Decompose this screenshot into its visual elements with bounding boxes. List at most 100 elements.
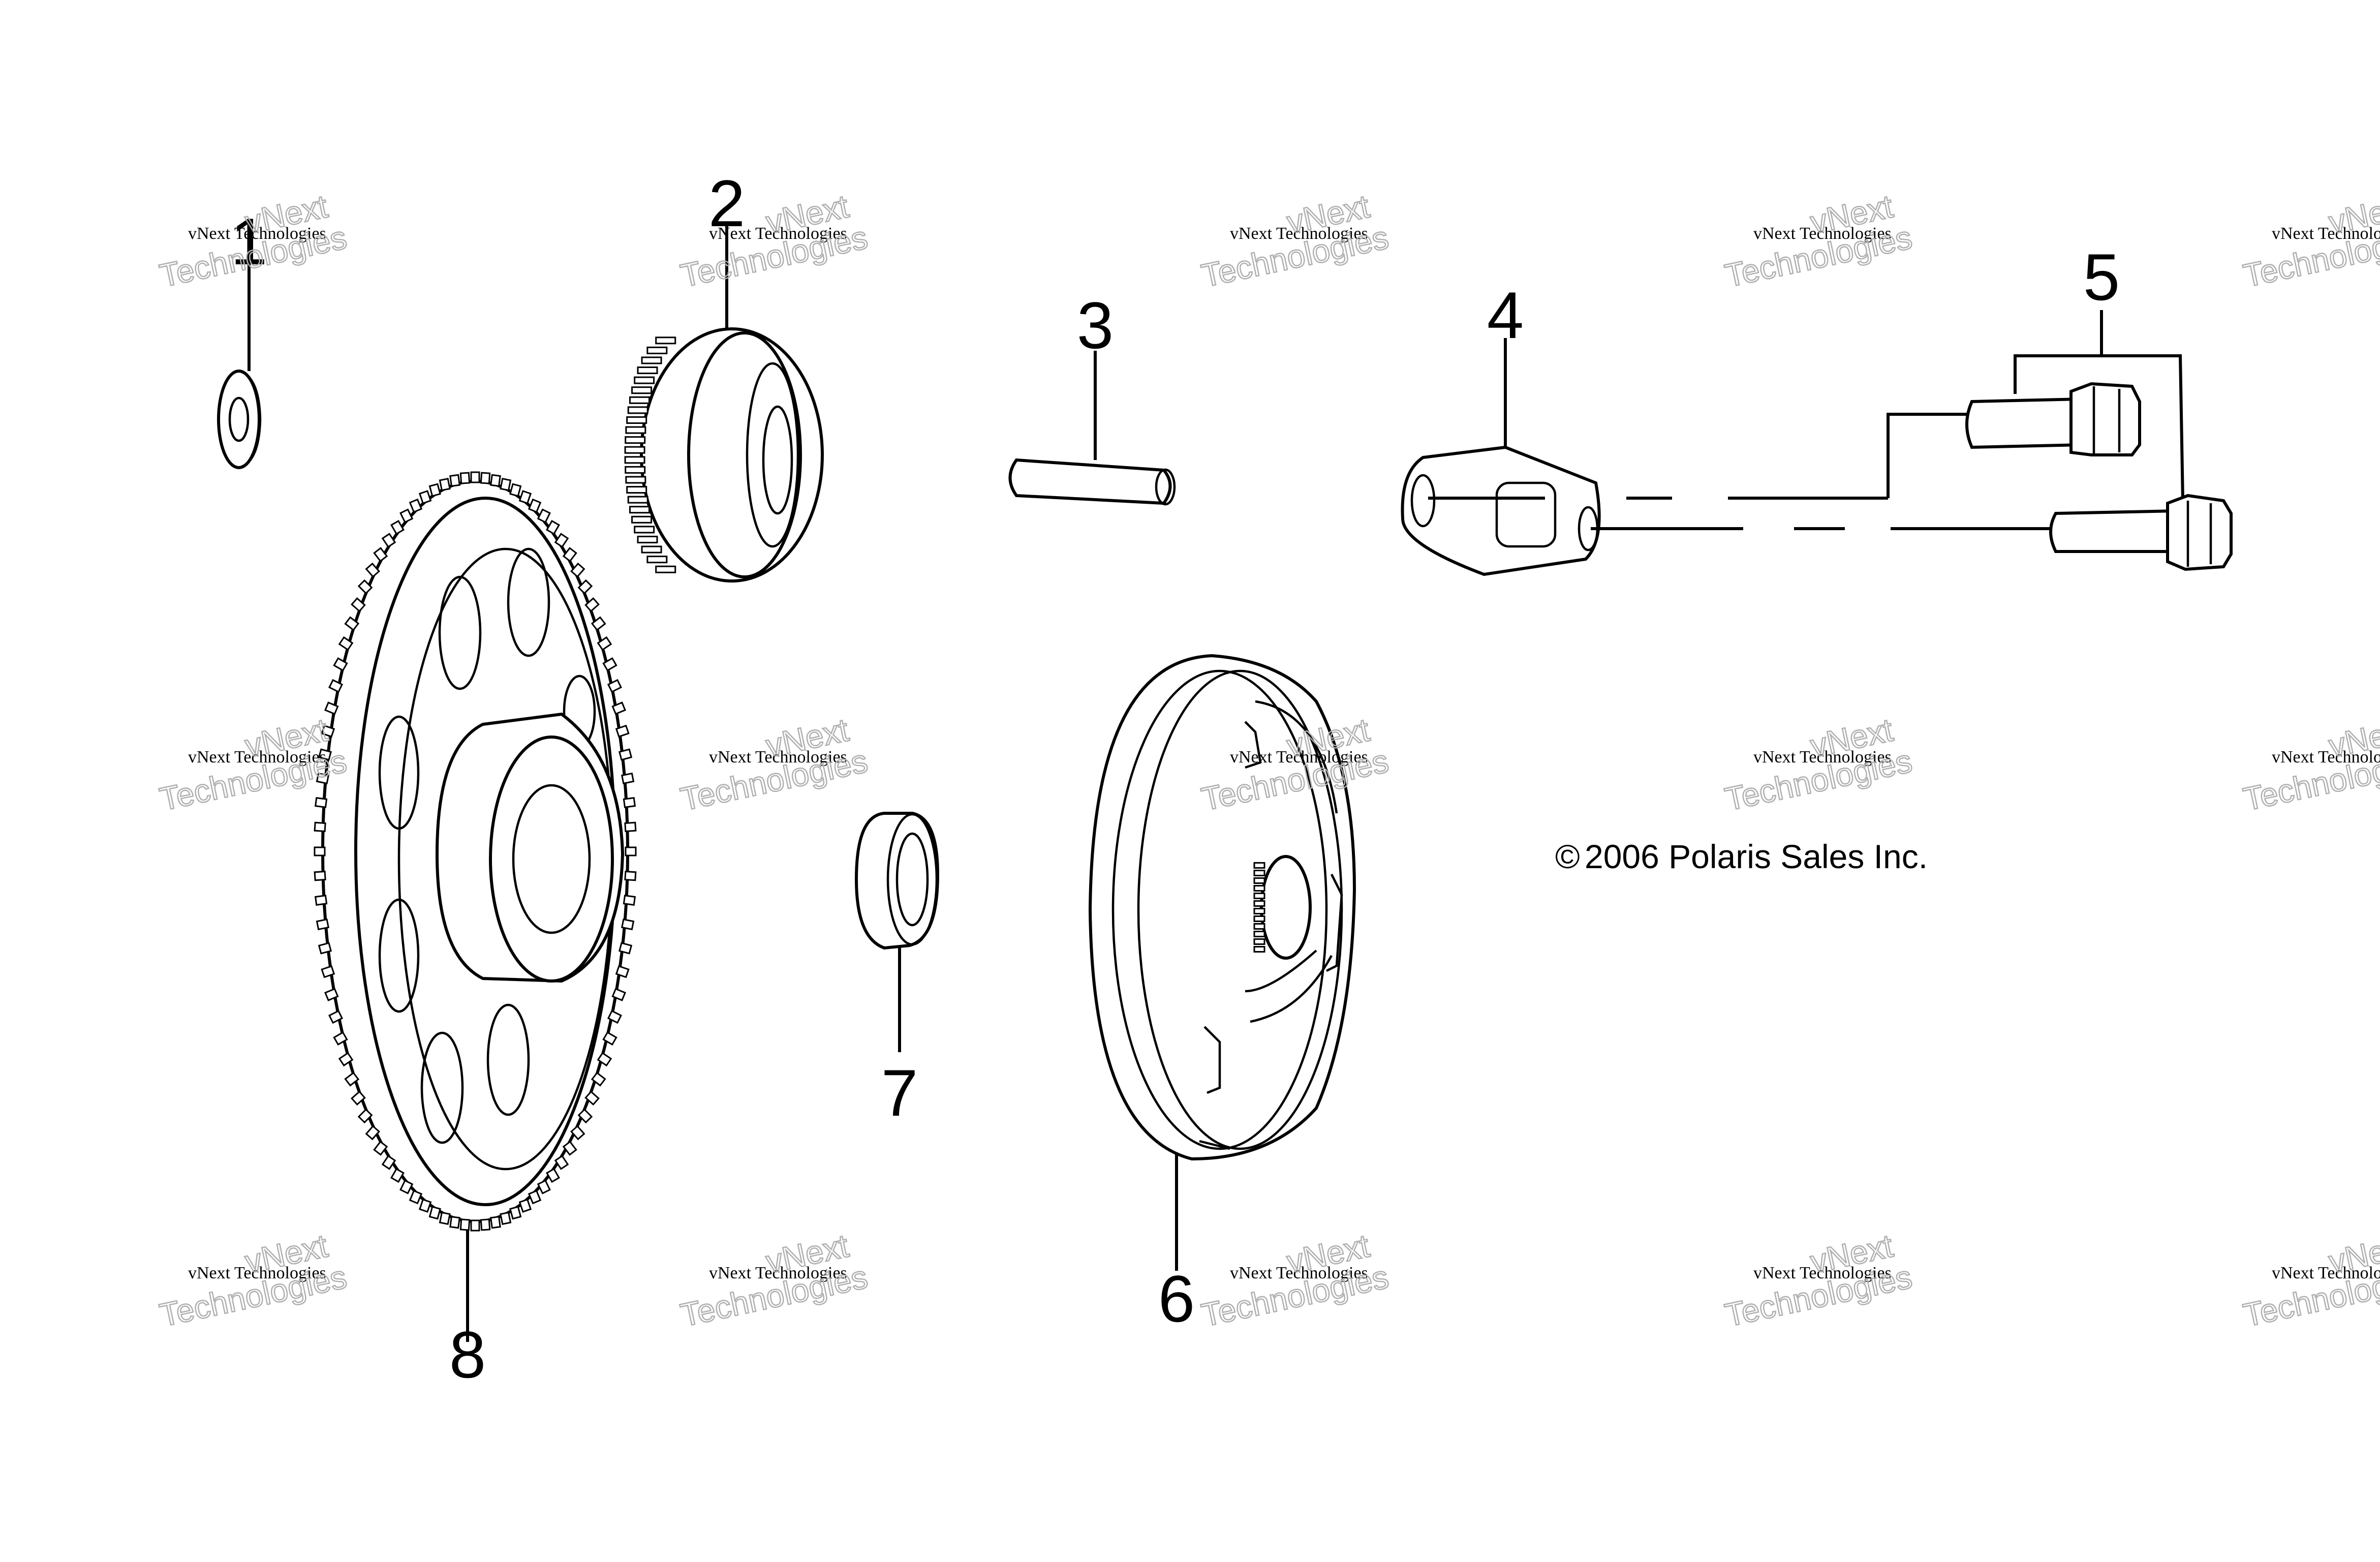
gear-tooth: [399, 1179, 414, 1195]
gear-tooth: [646, 556, 668, 564]
watermark-line-1: vNext Technologies: [709, 1264, 847, 1282]
gear-tooth: [607, 1009, 622, 1024]
gear-tooth: [409, 1189, 423, 1205]
gear-tooth: [321, 724, 335, 738]
callout-3: 3: [1077, 288, 1114, 362]
gear-tooth: [625, 476, 646, 484]
gear-tooth: [509, 483, 522, 497]
gear-tooth: [439, 1211, 451, 1225]
gear-tooth: [333, 1031, 348, 1046]
gear-tooth: [621, 772, 635, 784]
gear-tooth: [641, 545, 662, 554]
watermark-line-1: vNext Technologies: [1753, 224, 1892, 243]
spline-tooth: [1253, 870, 1265, 876]
gear-tooth: [554, 1155, 569, 1170]
watermark-line-1: vNext Technologies: [188, 748, 326, 767]
gear-tooth: [528, 1189, 542, 1205]
gear-tooth: [338, 1052, 354, 1067]
gear-tooth: [584, 1090, 600, 1106]
watermark-line-1: vNext Technologies: [1230, 224, 1368, 243]
gear-tooth: [625, 426, 646, 434]
gear-tooth: [328, 1009, 344, 1024]
spline-tooth: [1253, 915, 1265, 922]
gear-tooth: [314, 870, 326, 881]
gear-tooth: [316, 918, 330, 931]
gear-tooth: [351, 1090, 366, 1106]
gear-tooth: [316, 772, 330, 784]
watermark-line-1: vNext Technologies: [709, 748, 847, 767]
gear-tooth: [365, 562, 380, 578]
gear-tooth: [602, 657, 617, 671]
gear-tooth: [439, 478, 451, 492]
callout-4: 4: [1487, 278, 1524, 352]
gear-tooth: [621, 918, 635, 931]
gear-tooth: [562, 547, 577, 562]
callout-1: 1: [231, 204, 267, 279]
part-1-washer: [217, 231, 262, 469]
gear-tooth: [626, 486, 647, 494]
gear-tooth: [418, 1198, 432, 1213]
gear-tooth: [351, 597, 366, 612]
gear-tooth: [625, 436, 646, 444]
gear-tooth: [333, 657, 348, 671]
gear-tooth: [428, 483, 441, 497]
copyright-symbol: ©: [1555, 838, 1580, 875]
gear-tooth: [627, 406, 648, 414]
watermark-line-1: vNext Technologies: [709, 224, 847, 243]
gear-tooth: [381, 533, 396, 548]
callout-5: 5: [2083, 240, 2120, 314]
part-3-shaft-pin: [1008, 351, 1176, 506]
gear-tooth: [611, 701, 626, 715]
gear-tooth: [338, 636, 354, 651]
gear-tooth: [597, 636, 612, 651]
gear-tooth: [500, 1211, 512, 1225]
spline-tooth: [1253, 885, 1265, 892]
gear-tooth: [449, 1216, 460, 1229]
spline-tooth: [1253, 946, 1265, 953]
gear-tooth: [518, 490, 532, 505]
watermark-line-1: vNext Technologies: [2272, 748, 2380, 767]
gear-tooth: [570, 562, 585, 578]
gear-tooth: [577, 1108, 593, 1124]
gear-tooth: [641, 356, 662, 364]
gear-tooth: [399, 508, 414, 524]
copyright-text: 2006 Polaris Sales Inc.: [1585, 838, 1928, 875]
gear-tooth: [607, 679, 622, 693]
gear-tooth: [624, 870, 637, 881]
gear-tooth: [619, 942, 633, 955]
gear-tooth: [546, 519, 560, 535]
callout-2: 2: [708, 166, 745, 240]
gear-tooth: [357, 1108, 373, 1124]
gear-tooth: [584, 597, 600, 612]
gear-tooth: [459, 472, 471, 484]
part-4-retainer-plate: [1401, 338, 2056, 576]
gear-tooth: [615, 724, 630, 738]
gear-tooth: [480, 1218, 491, 1231]
gear-tooth: [629, 506, 650, 514]
gear-tooth: [528, 498, 542, 513]
gear-tooth: [570, 1125, 585, 1141]
gear-tooth: [537, 508, 551, 524]
gear-tooth: [500, 478, 512, 492]
gear-tooth: [537, 1179, 551, 1195]
gear-tooth: [318, 748, 332, 761]
spline-tooth: [1253, 938, 1265, 945]
callout-7: 7: [881, 1056, 918, 1130]
gear-tooth: [646, 346, 668, 354]
gear-tooth: [314, 797, 328, 808]
gear-tooth: [324, 988, 339, 1001]
gear-tooth: [655, 336, 676, 345]
gear-tooth: [480, 472, 491, 484]
gear-tooth: [418, 490, 432, 505]
watermark-line-1: vNext Technologies: [1230, 1264, 1368, 1282]
gear-tooth: [344, 1071, 360, 1087]
gear-tooth: [365, 1125, 380, 1141]
gear-tooth: [629, 396, 650, 404]
